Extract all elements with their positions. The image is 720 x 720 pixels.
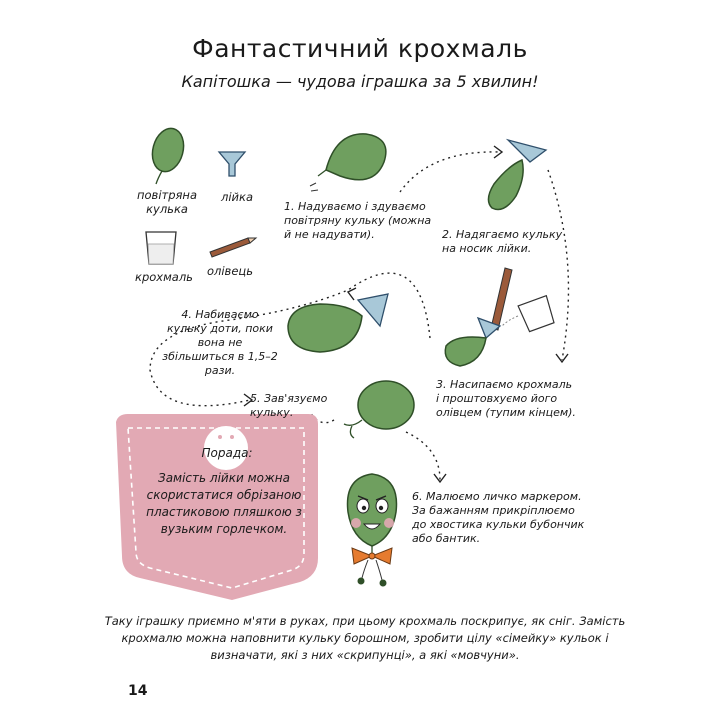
tied-balloon-icon xyxy=(343,380,415,439)
step-1: 1. Надуваємо і здуваємо повітряну кульку… xyxy=(284,200,432,241)
page-subtitle: Капітошка — чудова іграшка за 5 хвилин! xyxy=(181,72,539,91)
page-title: Фантастичний крохмаль xyxy=(192,34,528,63)
funnel-icon xyxy=(217,151,247,177)
step-5: 5. Зав'язуємо кульку. xyxy=(250,392,328,419)
full-balloon-icon xyxy=(287,293,389,353)
material-label-starch: крохмаль xyxy=(135,270,193,284)
pencil-icon xyxy=(209,237,258,258)
step-6: 6. Малюємо личко маркером. За бажанням п… xyxy=(412,490,585,545)
face-balloon-icon xyxy=(346,473,398,587)
tip-pocket xyxy=(116,414,318,600)
step-2: 2. Надягаємо кульку на носик лійки. xyxy=(442,228,563,255)
filling-balloon-icon xyxy=(444,267,555,367)
balloon-icon xyxy=(151,127,185,185)
material-label-pencil: олівець xyxy=(206,264,254,278)
step-4: 4. Набиваємо кульку доти, поки вона не з… xyxy=(162,308,278,377)
flow-arrows xyxy=(149,151,570,481)
material-label-balloon: повітряна кулька xyxy=(136,188,197,216)
glass-icon xyxy=(145,231,177,265)
page-number: 14 xyxy=(128,683,148,699)
tip-text: Замість лійки можна скористатися обрізан… xyxy=(146,471,302,536)
step-3: 3. Насипаємо крохмаль і проштовхуємо йог… xyxy=(436,378,576,419)
footer-text: Таку іграшку приємно м'яти в руках, при … xyxy=(104,614,626,662)
arrow-heads xyxy=(243,145,569,484)
balloon-on-funnel-icon xyxy=(487,138,548,211)
material-label-funnel: лійка xyxy=(220,190,253,204)
deflated-balloon-icon xyxy=(309,133,387,192)
tip-label: Порада: xyxy=(201,446,253,460)
